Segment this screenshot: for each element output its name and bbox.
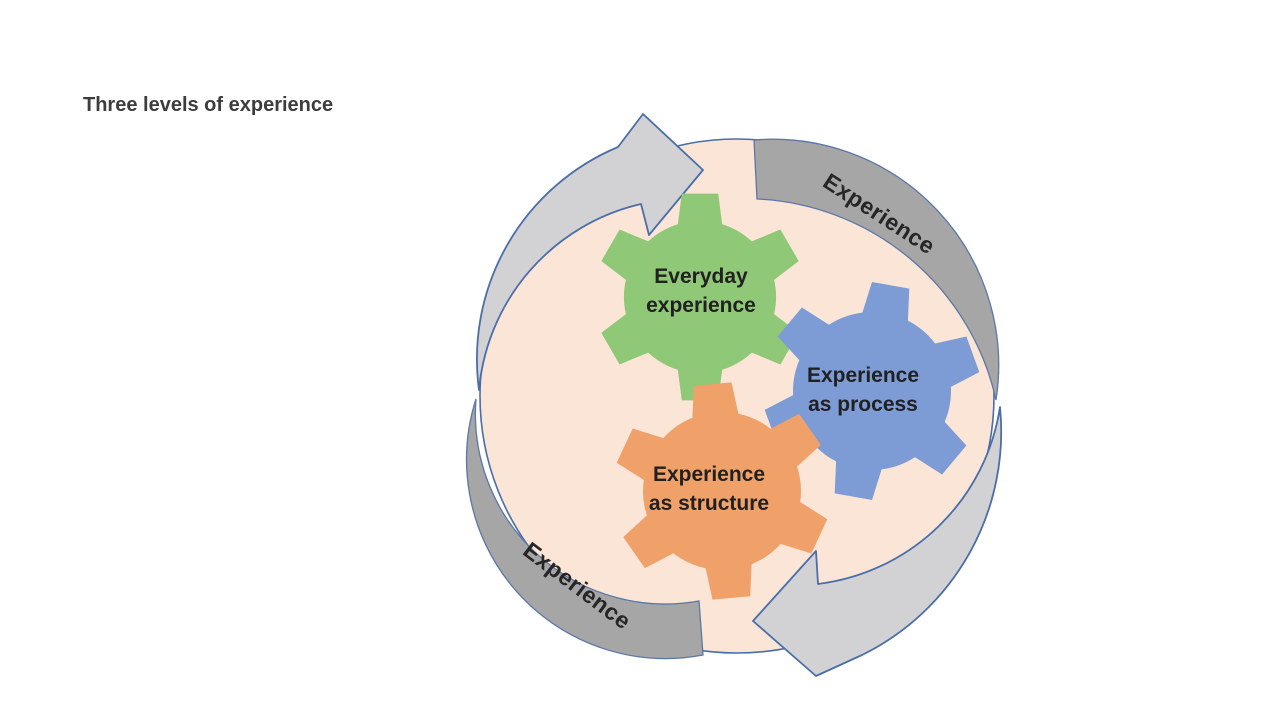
cycle-band-top-right: [753, 138, 1000, 401]
gear-experience-as-structure: [616, 382, 828, 600]
cycle-arrow-top-left: [476, 113, 704, 391]
cycle-arrow-bottom-right: [752, 406, 1003, 677]
gear-label-line2: as structure: [648, 492, 770, 515]
experience-circle: [479, 138, 995, 654]
gear-label-everyday-experience: Everyday experience: [646, 262, 756, 320]
gear-label-experience-as-process: Experience as process: [807, 361, 919, 419]
gear-label-experience-as-structure: Experience as structure: [649, 460, 769, 518]
gear-label-line1: Everyday: [654, 265, 748, 288]
gear-label-line2: as process: [808, 393, 918, 416]
page-title: Three levels of experience: [83, 94, 334, 116]
cycle-band-bottom-left: [465, 398, 704, 660]
gear-everyday-experience: [601, 193, 799, 401]
gear-label-line2: experience: [646, 294, 756, 317]
gear-label-line1: Experience: [652, 463, 766, 486]
gear-label-line1: Experience: [806, 364, 920, 387]
